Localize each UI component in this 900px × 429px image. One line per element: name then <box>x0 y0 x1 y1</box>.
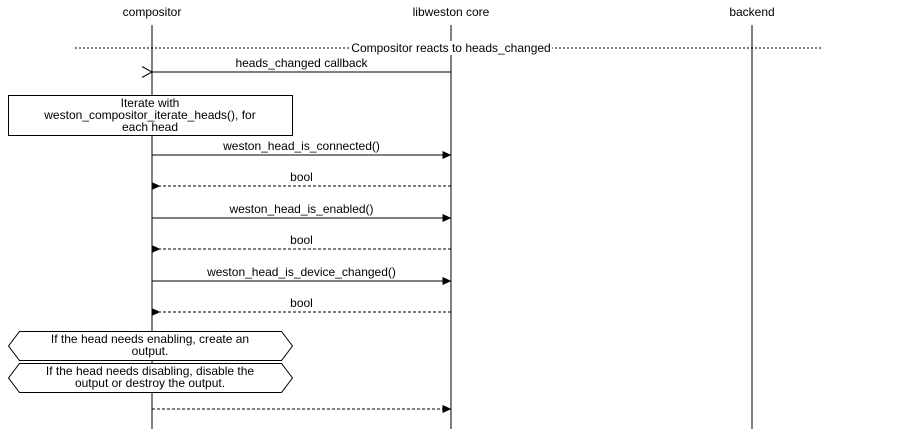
message-label-6: bool <box>290 296 313 310</box>
message-label-5: weston_head_is_device_changed() <box>207 265 396 279</box>
condition-hexagon-0 <box>7 331 294 361</box>
condition-hexagon-1 <box>7 363 294 393</box>
message-label-4: bool <box>290 233 313 247</box>
condition-text-1: If the head needs disabling, disable the… <box>45 364 255 390</box>
condition-text-0: If the head needs enabling, create an ou… <box>50 332 250 358</box>
note-box-0 <box>8 95 293 136</box>
message-label-3: weston_head_is_enabled() <box>229 202 374 216</box>
note-text-0: Iterate with weston_compositor_iterate_h… <box>44 96 256 134</box>
message-arrows-group <box>152 72 452 413</box>
participant-label-libweston-core: libweston core <box>412 5 490 19</box>
note-shapes-group <box>7 95 294 393</box>
participant-label-backend: backend <box>729 5 775 19</box>
message-label-1: weston_head_is_connected() <box>223 139 380 153</box>
participant-label-compositor: compositor <box>122 5 182 19</box>
message-label-2: bool <box>290 170 313 184</box>
lifelines-group <box>151 25 753 429</box>
message-label-0: heads_changed callback <box>235 56 368 70</box>
divider-label: Compositor reacts to heads_changed <box>349 41 553 55</box>
